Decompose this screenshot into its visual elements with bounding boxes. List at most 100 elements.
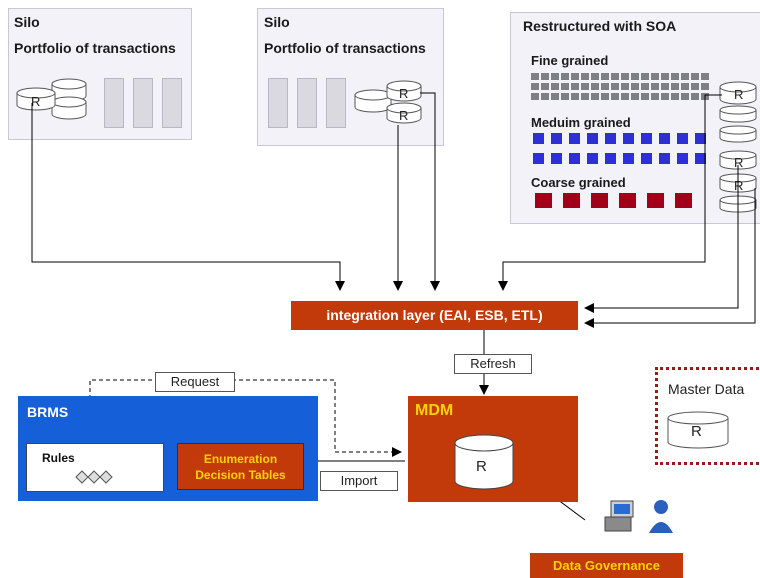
soa-title: Restructured with SOA	[523, 18, 677, 34]
silo-2-block	[297, 78, 317, 128]
silo-1-block	[133, 78, 153, 128]
fine-service-cell	[691, 73, 699, 80]
fine-service-cell	[671, 93, 679, 100]
decision-tables-box: Enumeration Decision Tables	[177, 443, 304, 490]
med-service-cell	[659, 153, 670, 164]
soa-db-label: R	[734, 87, 744, 102]
fine-service-cell	[561, 73, 569, 80]
med-service-cell	[641, 133, 652, 144]
fine-service-cell	[681, 93, 689, 100]
silo-2-block	[326, 78, 346, 128]
med-service-cell	[623, 133, 634, 144]
fine-service-cell	[561, 93, 569, 100]
decision-tables-line1: Enumeration	[203, 452, 278, 466]
decision-tables-line2: Decision Tables	[195, 468, 286, 482]
fine-service-cell	[551, 93, 559, 100]
silo-2-databases	[354, 80, 422, 124]
med-service-cell	[569, 133, 580, 144]
fine-service-cell	[541, 93, 549, 100]
fine-service-cell	[571, 93, 579, 100]
silo-2-subtitle: Portfolio of transactions	[264, 40, 426, 56]
mdm-db-label: R	[476, 458, 487, 475]
fine-service-cell	[651, 73, 659, 80]
med-service-cell	[533, 153, 544, 164]
data-governance-label: Data Governance	[553, 558, 660, 573]
integration-layer-box: integration layer (EAI, ESB, ETL)	[291, 301, 578, 330]
silo-1-subtitle: Portfolio of transactions	[14, 40, 176, 56]
workstation-user-icon	[604, 500, 673, 533]
fine-service-cell	[641, 83, 649, 90]
med-service-cell	[551, 153, 562, 164]
soa-db-label: R	[734, 155, 744, 170]
silo-1-block	[104, 78, 124, 128]
brms-title: BRMS	[27, 404, 69, 420]
rules-label: Rules	[42, 451, 75, 465]
data-governance-box: Data Governance	[530, 553, 683, 578]
silo-panel-1	[8, 8, 192, 140]
master-data-title: Master Data	[668, 381, 745, 397]
master-data-db-label: R	[691, 423, 702, 440]
coarse-service-cell	[675, 193, 692, 208]
med-service-cell	[677, 133, 688, 144]
fine-service-cell	[681, 73, 689, 80]
fine-service-cell	[661, 73, 669, 80]
request-label: Request	[155, 372, 235, 392]
import-label: Import	[320, 471, 398, 491]
mdm-database-icon	[454, 434, 514, 490]
fine-service-cell	[651, 83, 659, 90]
fine-service-cell	[661, 83, 669, 90]
med-service-cell	[623, 153, 634, 164]
fine-service-cell	[611, 93, 619, 100]
medium-grained-label: Meduim grained	[531, 115, 631, 130]
med-service-cell	[695, 133, 706, 144]
coarse-service-cell	[563, 193, 580, 208]
med-service-cell	[605, 153, 616, 164]
med-service-cell	[569, 153, 580, 164]
rules-box	[26, 443, 164, 492]
fine-service-cell	[681, 83, 689, 90]
fine-service-cell	[691, 83, 699, 90]
fine-service-cell	[691, 93, 699, 100]
fine-service-cell	[591, 73, 599, 80]
fine-service-cell	[531, 83, 539, 90]
silo-1-db-label: R	[31, 94, 41, 109]
fine-service-cell	[701, 73, 709, 80]
fine-service-cell	[551, 73, 559, 80]
fine-service-cell	[631, 83, 639, 90]
fine-service-cell	[621, 93, 629, 100]
fine-grained-label: Fine grained	[531, 53, 609, 68]
fine-service-cell	[661, 93, 669, 100]
fine-service-cell	[641, 73, 649, 80]
med-service-cell	[677, 153, 688, 164]
fine-service-cell	[671, 83, 679, 90]
coarse-service-cell	[591, 193, 608, 208]
refresh-label: Refresh	[454, 354, 532, 374]
fine-service-cell	[551, 83, 559, 90]
silo-2-db-label-bottom: R	[399, 108, 409, 123]
fine-service-cell	[601, 73, 609, 80]
coarse-grained-label: Coarse grained	[531, 175, 626, 190]
silo-2-block	[268, 78, 288, 128]
fine-service-cell	[541, 73, 549, 80]
fine-service-cell	[541, 83, 549, 90]
fine-service-cell	[601, 83, 609, 90]
med-service-cell	[533, 133, 544, 144]
fine-service-cell	[621, 83, 629, 90]
fine-service-cell	[701, 83, 709, 90]
fine-service-cell	[581, 73, 589, 80]
fine-service-cell	[601, 93, 609, 100]
silo-2-title: Silo	[264, 14, 290, 30]
med-service-cell	[641, 153, 652, 164]
med-service-cell	[551, 133, 562, 144]
fine-service-cell	[631, 73, 639, 80]
silo-1-title: Silo	[14, 14, 40, 30]
fine-service-cell	[581, 83, 589, 90]
fine-service-cell	[531, 93, 539, 100]
soa-db-label: R	[734, 178, 744, 193]
med-service-cell	[605, 133, 616, 144]
silo-panel-2	[257, 8, 444, 146]
med-service-cell	[695, 153, 706, 164]
coarse-service-cell	[647, 193, 664, 208]
integration-layer-label: integration layer (EAI, ESB, ETL)	[326, 307, 543, 323]
